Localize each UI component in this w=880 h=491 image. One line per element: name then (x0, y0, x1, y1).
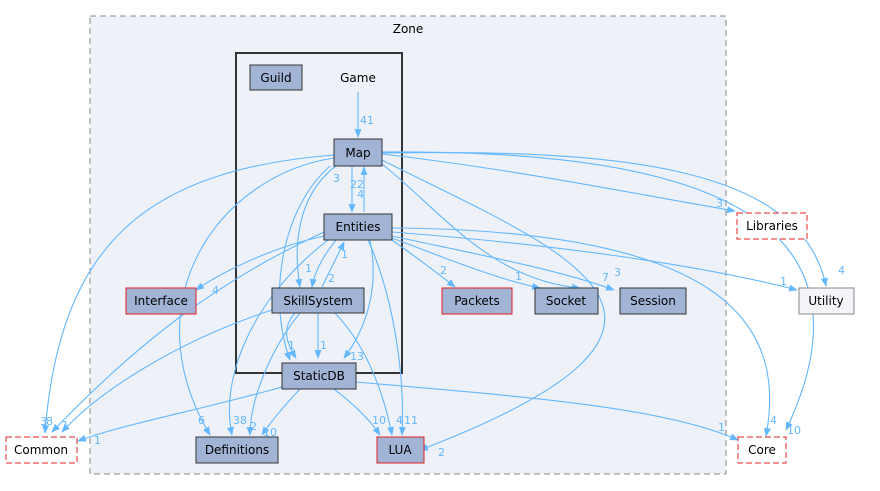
edge-label: 38 (233, 414, 247, 427)
node-session-label: Session (630, 294, 676, 308)
edge-label: 41 (360, 114, 374, 127)
node-utility[interactable]: Utility (798, 287, 855, 315)
node-definitions-label: Definitions (205, 443, 269, 457)
edge-label: 4 (838, 264, 845, 277)
edge-label: 2 (328, 272, 335, 285)
node-interface-label: Interface (134, 294, 188, 308)
edge-entities-socket (391, 237, 541, 290)
node-common-label: Common (14, 443, 68, 457)
edge-label: 13 (350, 350, 364, 363)
cluster-zone: Zone (89, 15, 727, 475)
edge-label: 1 (780, 275, 787, 288)
edge-map-definitions (179, 157, 335, 436)
edge-entities-utility (391, 231, 798, 292)
edge-label: 10 (372, 414, 386, 427)
node-utility-label: Utility (808, 294, 843, 308)
edge-staticdb-core (355, 381, 739, 441)
edge-label: 1 (94, 434, 101, 447)
edge-label: 3 (333, 172, 340, 185)
edge-map-core (381, 151, 815, 431)
node-entities[interactable]: Entities (323, 213, 393, 241)
node-interface[interactable]: Interface (125, 287, 197, 315)
edge-label: 1 (515, 270, 522, 283)
nodes: Guild Map Entities Interface SkillSystem… (5, 64, 855, 464)
edge-entities-skillsystem (309, 239, 337, 288)
edge-entities-interface (195, 235, 325, 291)
node-libraries-label: Libraries (746, 219, 798, 233)
edge-label: 2 (438, 446, 445, 459)
node-core[interactable]: Core (737, 436, 787, 464)
node-map-label: Map (345, 146, 370, 160)
edge-label: 10 (787, 424, 801, 437)
edge-staticdb-lua (333, 388, 381, 436)
edge-skillsystem-staticdb-b (286, 312, 297, 359)
node-socket[interactable]: Socket (534, 287, 599, 315)
node-common[interactable]: Common (5, 436, 78, 464)
edge-entities-core (391, 227, 771, 437)
edge-label: 1 (320, 339, 327, 352)
cluster-zone-label: Zone (393, 22, 424, 36)
edges (42, 92, 828, 451)
edge-staticdb-common (77, 386, 283, 442)
edge-map-skillsystem (295, 162, 341, 288)
edge-label: 10 (263, 426, 277, 439)
node-entities-label: Entities (336, 220, 381, 234)
edge-label: 3 (614, 266, 621, 279)
node-guild[interactable]: Guild (249, 64, 303, 91)
edge-skillsystem-definitions (246, 312, 301, 436)
edge-entities-common (51, 231, 325, 433)
edge-label: 22 (350, 178, 364, 191)
node-lua-label: LUA (388, 443, 412, 457)
node-skillsystem-label: SkillSystem (283, 294, 352, 308)
edge-entities-lua (367, 239, 406, 436)
node-definitions[interactable]: Definitions (195, 436, 279, 464)
edge-map-common (42, 154, 335, 434)
edge-label: 6 (198, 414, 205, 427)
node-socket-label: Socket (546, 294, 586, 308)
node-guild-label: Guild (260, 71, 291, 85)
edge-label: 3 (716, 197, 723, 210)
edge-map-libraries (381, 153, 736, 214)
node-staticdb[interactable]: StaticDB (281, 362, 357, 390)
node-skillsystem[interactable]: SkillSystem (271, 287, 365, 314)
edge-skillsystem-lua (334, 312, 394, 436)
edge-entities-packets (391, 239, 456, 288)
edge-staticdb-definitions (261, 388, 301, 436)
edge-labels: 41 3 22 4 3 4 10 4 1 1 2 2 1 7 3 1 4 13 … (40, 114, 845, 459)
edge-skillsystem-common (61, 309, 273, 433)
edge-label: 11 (404, 414, 418, 427)
node-libraries[interactable]: Libraries (736, 212, 808, 240)
node-lua[interactable]: LUA (376, 436, 425, 464)
edge-label: 4 (357, 188, 364, 201)
node-session[interactable]: Session (619, 287, 687, 315)
edge-entities-staticdb (343, 239, 374, 359)
edge-label: 2 (440, 264, 447, 277)
node-core-label: Core (748, 443, 776, 457)
edge-label: 8 (46, 415, 53, 428)
edge-label: 4 (770, 414, 777, 427)
edge-label: 4 (212, 284, 219, 297)
edge-label: 2 (250, 420, 257, 433)
edge-label: 1 (305, 262, 312, 275)
edge-skillsystem-entities (321, 241, 345, 288)
edge-label: 1 (288, 339, 295, 352)
node-packets-label: Packets (454, 294, 500, 308)
node-map[interactable]: Map (333, 138, 383, 167)
node-staticdb-label: StaticDB (293, 369, 345, 383)
edge-entities-definitions (226, 239, 329, 436)
edge-label: 1 (62, 419, 69, 432)
node-packets[interactable]: Packets (441, 287, 513, 315)
edge-label: 3 (40, 415, 47, 428)
edge-entities-session (391, 235, 615, 291)
edge-label: 1 (341, 248, 348, 261)
edge-label: 7 (602, 271, 609, 284)
cluster-game-label: Game (340, 71, 376, 85)
edge-label: 4 (396, 414, 403, 427)
edge-label: 1 (718, 421, 725, 434)
edge-map-session (381, 163, 581, 291)
cluster-game[interactable]: Game (235, 52, 403, 374)
